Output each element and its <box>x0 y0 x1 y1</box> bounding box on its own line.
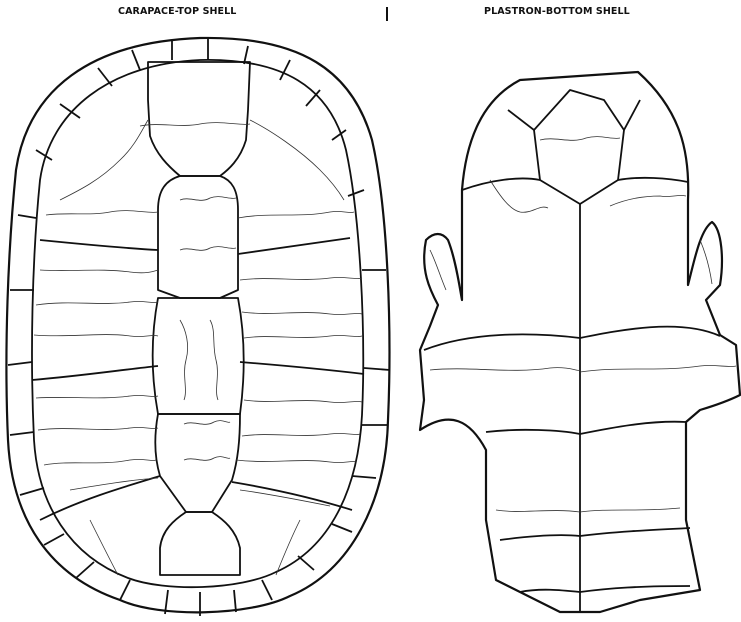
femoral-seam <box>500 528 690 540</box>
carapace-inner-rim <box>32 60 363 587</box>
plastron-growth-lines <box>430 137 736 512</box>
vertebral-scute-4 <box>155 414 240 512</box>
costal-seam-left-3 <box>40 476 160 520</box>
anal-seam <box>520 586 690 592</box>
vertebral-scute-5 <box>160 512 240 575</box>
costal-seam-right-3 <box>232 482 352 510</box>
pectoral-seam-left <box>462 178 540 190</box>
vertebral-scute-1 <box>148 62 250 176</box>
abdominal-seam-upper <box>424 327 720 350</box>
humeral-seam-left <box>508 110 534 130</box>
pectoral-seam-right <box>618 178 688 182</box>
vertebral-scute-2 <box>158 176 238 298</box>
gular-seam <box>534 90 624 204</box>
costal-seam-right-1 <box>238 238 350 254</box>
carapace-growth-lines <box>34 120 362 575</box>
vertebral-scute-3 <box>153 298 244 414</box>
plastron-drawing <box>420 72 740 612</box>
costal-seam-left-2 <box>32 366 158 380</box>
costal-seam-left-1 <box>40 240 158 250</box>
marginal-scute-seams <box>8 38 390 616</box>
carapace-drawing <box>6 38 390 616</box>
costal-seam-right-2 <box>240 362 364 374</box>
abdominal-seam-lower <box>486 422 686 434</box>
humeral-seam-right <box>624 100 640 130</box>
